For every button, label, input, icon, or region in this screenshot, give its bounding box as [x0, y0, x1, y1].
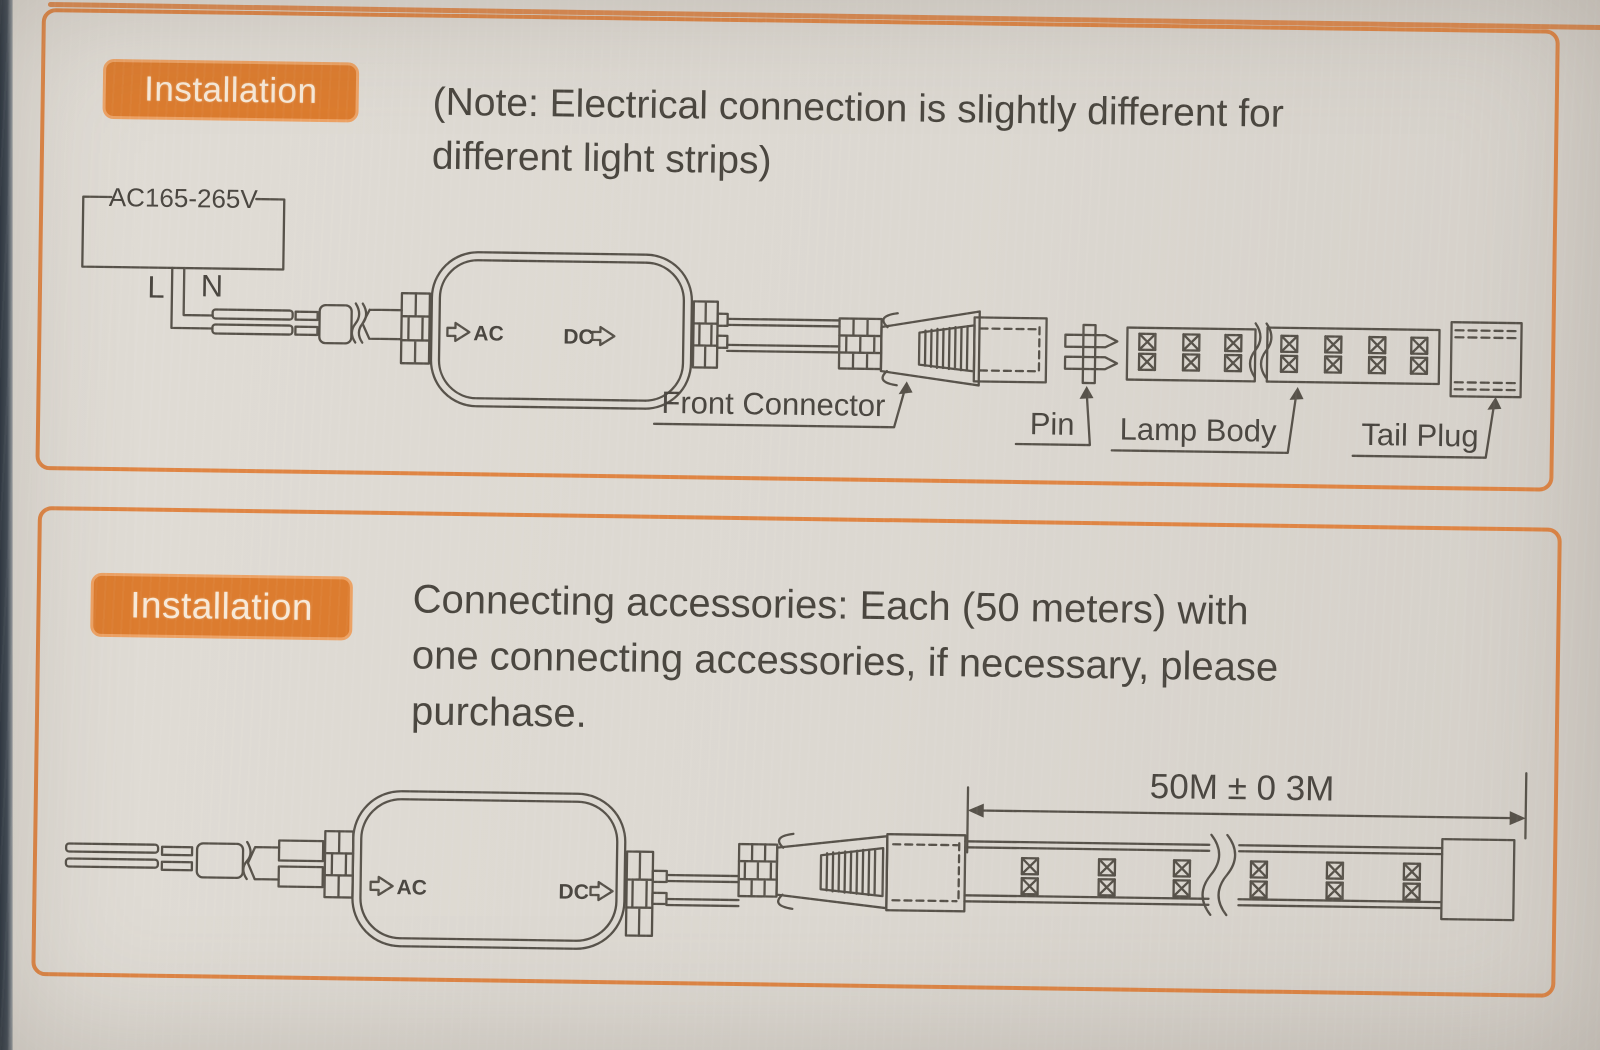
- wiring-diagram-bottom: 50M ± 0 3M AC DC: [64, 767, 1528, 950]
- pin-leader: [1014, 389, 1092, 447]
- installation-badge-label: Installation: [143, 69, 318, 111]
- front-connector: [837, 310, 1048, 387]
- lamp-body-arrowhead: [1289, 387, 1304, 400]
- dimension-arrow-right: [1509, 811, 1526, 826]
- front-connector-label: Front Connector: [661, 385, 885, 423]
- tail-plug-arrowhead: [1487, 396, 1502, 410]
- installation-panel-bottom: Installation Connecting accessories: Eac…: [31, 506, 1562, 998]
- adapter-ac-label: AC: [473, 322, 504, 345]
- adapter-controller: [429, 251, 694, 410]
- power-wires: [64, 840, 281, 881]
- dc-arrow-icon: [589, 880, 614, 902]
- ac-arrow-icon: [369, 875, 394, 897]
- dimension-label: 50M ± 0 3M: [1150, 767, 1335, 809]
- power-source-box: [81, 195, 286, 330]
- tail-plug: [1449, 321, 1523, 399]
- installation-badge-2: Installation: [90, 572, 354, 641]
- adapter-ac-label: AC: [396, 876, 427, 899]
- pin-arrowhead: [1079, 385, 1094, 399]
- lamp-body-strip: [1125, 322, 1441, 386]
- tail-plug: [1440, 837, 1516, 922]
- power-wires: [211, 302, 403, 345]
- pin: [1063, 323, 1119, 385]
- tail-plug-leader: [1351, 400, 1496, 459]
- led-chips: [1020, 856, 1422, 901]
- neutral-wire-label: N: [201, 268, 224, 303]
- ac-arrow-icon: [446, 321, 471, 343]
- dimension-arrow-left: [967, 803, 984, 818]
- front-connector-leader: [652, 385, 907, 429]
- front-connector: [737, 832, 967, 913]
- tail-plug-label: Tail Plug: [1361, 417, 1479, 454]
- led-chips: [1137, 332, 1429, 376]
- power-source-label: AC165-265V: [109, 182, 259, 214]
- adapter-dc-label: DC: [563, 325, 594, 348]
- adapter-controller: [351, 790, 627, 950]
- note-text: (Note: Electrical connection is slightly…: [432, 76, 1523, 200]
- installation-badge-2-label: Installation: [129, 584, 314, 628]
- live-wire-label: L: [147, 270, 165, 305]
- adapter-output-block: [691, 300, 841, 369]
- lamp-body-strip: [963, 833, 1444, 917]
- installation-badge: Installation: [102, 58, 360, 123]
- front-connector-arrowhead: [898, 381, 913, 395]
- adapter-dc-label: DC: [558, 880, 589, 903]
- adapter-output-block: [624, 850, 740, 937]
- adapter-input-block: [277, 829, 355, 899]
- accessories-text: Connecting accessories: Each (50 meters)…: [411, 571, 1513, 755]
- wiring-diagram-top: AC165-265V L N AC DC Front Connector Pin…: [81, 182, 1523, 459]
- dc-arrow-icon: [591, 325, 616, 347]
- adapter-input-block: [399, 292, 432, 365]
- installation-panel-top: Installation (Note: Electrical connectio…: [35, 8, 1560, 492]
- page-left-spine: [0, 0, 13, 1050]
- lamp-body-label: Lamp Body: [1119, 411, 1277, 448]
- lamp-body-leader: [1110, 390, 1298, 455]
- pin-label: Pin: [1029, 406, 1074, 442]
